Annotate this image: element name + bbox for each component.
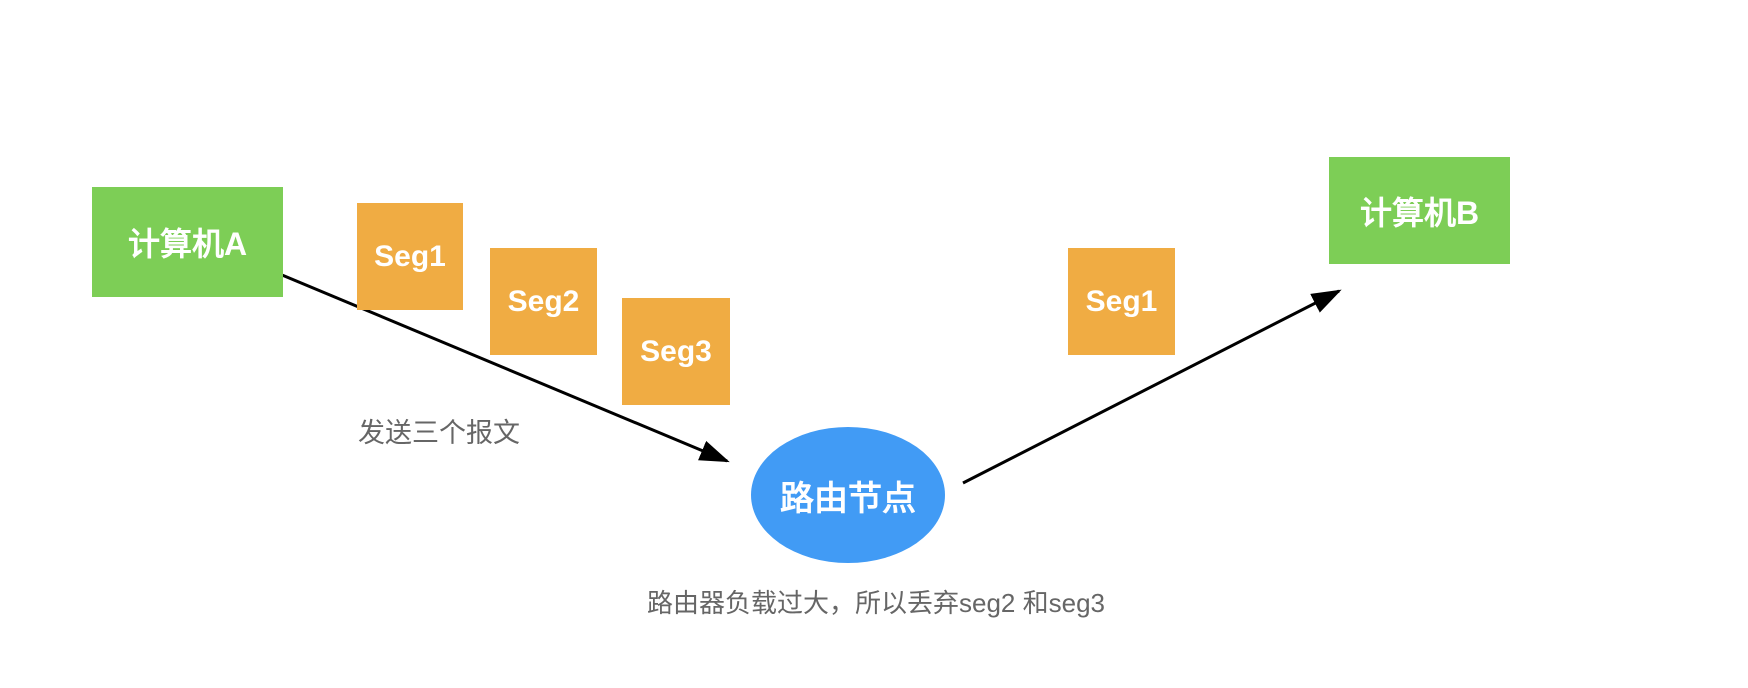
segment-seg3: Seg3: [622, 298, 730, 405]
computer-b-node: 计算机B: [1329, 157, 1510, 264]
segment-seg1-left: Seg1: [357, 203, 463, 310]
computer-a-label: 计算机A: [127, 226, 248, 262]
segment-seg2: Seg2: [490, 248, 597, 355]
segment-seg2-label: Seg2: [507, 284, 580, 318]
segment-seg3-label: Seg3: [640, 334, 712, 368]
segment-seg1-right-label: Seg1: [1085, 284, 1158, 318]
computer-b-label: 计算机B: [1359, 194, 1480, 231]
router-node: 路由节点: [751, 427, 945, 563]
segment-seg1-left-label: Seg1: [374, 239, 446, 273]
router-node-label: 路由节点: [780, 479, 916, 518]
send-three-segments-annotation: 发送三个报文: [358, 418, 520, 448]
router-drop-annotation: 路由器负载过大，所以丢弃seg2 和seg3: [647, 588, 1105, 618]
segment-seg1-right: Seg1: [1068, 248, 1175, 355]
computer-a-node: 计算机A: [92, 187, 283, 297]
